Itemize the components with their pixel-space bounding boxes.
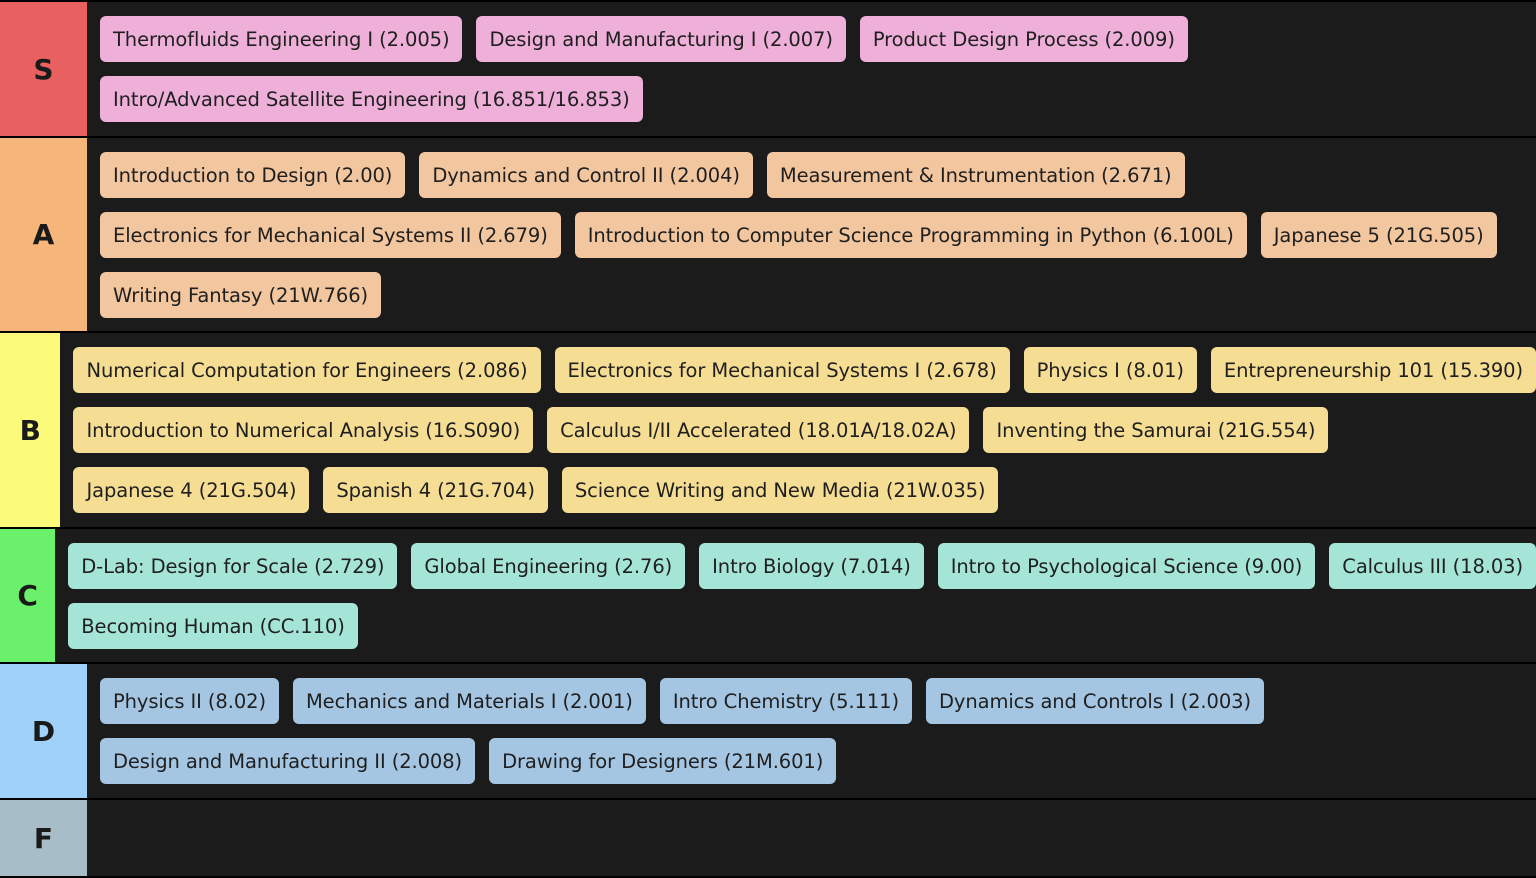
tier-item-line: Introduction to Design (2.00) Dynamics an… <box>100 152 1536 198</box>
tier-item-line: Thermofluids Engineering I (2.005) Design… <box>100 16 1536 62</box>
tier-item-line: Design and Manufacturing II (2.008) Drawi… <box>100 738 1536 784</box>
tier-item[interactable]: Intro Biology (7.014) <box>699 543 924 589</box>
tier-item[interactable]: Design and Manufacturing II (2.008) <box>100 738 476 784</box>
tier-item[interactable]: Science Writing and New Media (21W.035) <box>561 467 999 513</box>
tier-label[interactable]: D <box>0 664 87 798</box>
tier-item[interactable]: Calculus III (18.03) <box>1329 543 1536 589</box>
tier-item[interactable]: Becoming Human (CC.110) <box>68 603 358 649</box>
tier-item-line: Japanese 4 (21G.504) Spanish 4 (21G.704) S… <box>73 467 1536 513</box>
tier-item[interactable]: Mechanics and Materials I (2.001) <box>292 678 646 724</box>
tier-items-area[interactable]: Physics II (8.02) Mechanics and Materials… <box>87 664 1536 798</box>
tier-label[interactable]: S <box>0 2 87 136</box>
tier-item[interactable]: Measurement & Instrumentation (2.671) <box>766 152 1185 198</box>
tier-items-area[interactable]: Numerical Computation for Engineers (2.0… <box>60 333 1536 527</box>
tier-item[interactable]: Intro to Psychological Science (9.00) <box>937 543 1316 589</box>
tier-item-line: Becoming Human (CC.110) <box>68 603 1536 649</box>
tier-item[interactable]: Spanish 4 (21G.704) <box>323 467 548 513</box>
tier-item[interactable]: Entrepreneurship 101 (15.390) <box>1210 347 1536 393</box>
tier-item[interactable]: Electronics for Mechanical Systems I (2.… <box>554 347 1010 393</box>
tier-item[interactable]: Physics I (8.01) <box>1023 347 1197 393</box>
tier-item[interactable]: Introduction to Computer Science Program… <box>574 212 1247 258</box>
tier-label[interactable]: C <box>0 529 56 662</box>
tier-item[interactable]: Physics II (8.02) <box>100 678 279 724</box>
tier-item[interactable]: Introduction to Numerical Analysis (16.S… <box>73 407 534 453</box>
tier-row-d: D Physics II (8.02) Mechanics and Material… <box>0 664 1536 798</box>
tier-item[interactable]: Drawing for Designers (21M.601) <box>489 738 837 784</box>
tier-items-area[interactable] <box>87 800 1536 876</box>
tier-row-a: A Introduction to Design (2.00) Dynamics a… <box>0 138 1536 331</box>
tier-item[interactable]: Product Design Process (2.009) <box>859 16 1188 62</box>
tier-label[interactable]: F <box>0 800 87 876</box>
tier-item-line: Introduction to Numerical Analysis (16.S… <box>73 407 1536 453</box>
tier-label[interactable]: A <box>0 138 87 331</box>
tier-item[interactable]: Electronics for Mechanical Systems II (2… <box>100 212 561 258</box>
tier-label[interactable]: B <box>0 333 61 527</box>
tier-row-s: S Thermofluids Engineering I (2.005) Desig… <box>0 2 1536 136</box>
tier-item[interactable]: Dynamics and Control II (2.004) <box>419 152 753 198</box>
tier-item[interactable]: Japanese 4 (21G.504) <box>73 467 310 513</box>
tier-items-area[interactable]: D-Lab: Design for Scale (2.729) Global En… <box>55 529 1536 662</box>
tier-items-area[interactable]: Thermofluids Engineering I (2.005) Design… <box>87 2 1536 136</box>
tier-item[interactable]: Calculus I/II Accelerated (18.01A/18.02A… <box>547 407 970 453</box>
tier-item[interactable]: Writing Fantasy (21W.766) <box>100 272 382 318</box>
tier-item[interactable]: Intro/Advanced Satellite Engineering (16… <box>100 76 643 122</box>
tier-row-f: F <box>0 800 1536 876</box>
tier-row-c: C D-Lab: Design for Scale (2.729) Global E… <box>0 529 1536 662</box>
tier-item[interactable]: Thermofluids Engineering I (2.005) <box>100 16 463 62</box>
tier-item[interactable]: Numerical Computation for Engineers (2.0… <box>73 347 541 393</box>
tier-item-line: Electronics for Mechanical Systems II (2… <box>100 212 1536 258</box>
tier-item[interactable]: Global Engineering (2.76) <box>411 543 686 589</box>
tier-item[interactable]: Inventing the Samurai (21G.554) <box>983 407 1329 453</box>
tier-item-line: Intro/Advanced Satellite Engineering (16… <box>100 76 1536 122</box>
tier-item[interactable]: Dynamics and Controls I (2.003) <box>925 678 1264 724</box>
tier-item-line: Writing Fantasy (21W.766) <box>100 272 1536 318</box>
tier-item[interactable]: Intro Chemistry (5.111) <box>659 678 912 724</box>
tier-item[interactable]: Design and Manufacturing I (2.007) <box>476 16 846 62</box>
tier-item-line: D-Lab: Design for Scale (2.729) Global En… <box>68 543 1536 589</box>
tier-item[interactable]: Introduction to Design (2.00) <box>100 152 406 198</box>
tier-item[interactable]: D-Lab: Design for Scale (2.729) <box>68 543 398 589</box>
tier-items-area[interactable]: Introduction to Design (2.00) Dynamics an… <box>87 138 1536 331</box>
tier-row-b: B Numerical Computation for Engineers (2.… <box>0 333 1536 527</box>
tier-item[interactable]: Japanese 5 (21G.505) <box>1260 212 1497 258</box>
tier-item-line: Numerical Computation for Engineers (2.0… <box>73 347 1536 393</box>
tier-item-line: Physics II (8.02) Mechanics and Materials… <box>100 678 1536 724</box>
